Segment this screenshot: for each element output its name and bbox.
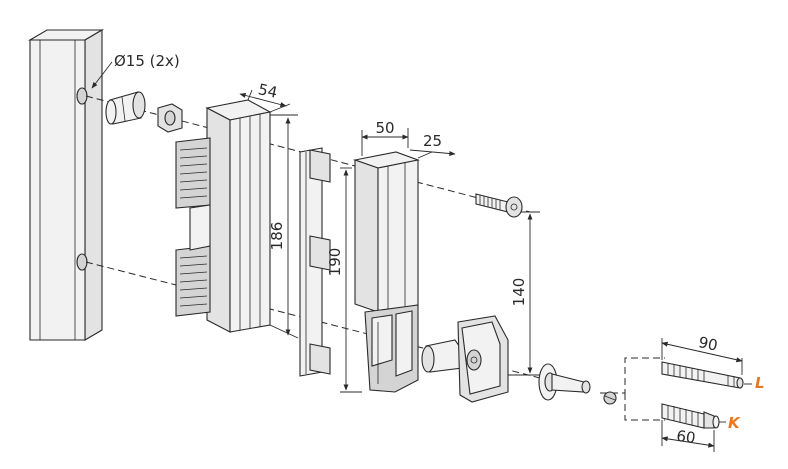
hole-callout: Ø15 (2x): [91, 52, 180, 89]
threaded-bolt-k: [661, 403, 720, 429]
lock-housing: [352, 151, 421, 393]
bracket-width-dimension: 54: [239, 80, 291, 113]
bolt-spacing-label: 140: [510, 278, 528, 307]
post-hole-lower: [76, 253, 88, 271]
bracket-height-dimension: 186: [268, 114, 299, 339]
housing-width-label: 50: [375, 119, 394, 137]
mounting-bracket: [175, 99, 272, 333]
handle-knob: [421, 315, 509, 403]
square-post: [27, 29, 105, 341]
bolt-l-dimension: 90: [661, 333, 743, 375]
washer-pin: [538, 363, 591, 401]
countersunk-screw: [475, 193, 523, 218]
bolt-k-letter: K: [728, 414, 741, 432]
square-nut: [157, 103, 183, 133]
spacer-plate: [299, 147, 331, 377]
bolt-spacing-dimension: 140: [505, 211, 540, 376]
bolt-l-length-label: 90: [697, 333, 719, 355]
housing-depth-label: 25: [423, 132, 442, 150]
post-hole-upper: [76, 87, 88, 105]
bolt-k-length-label: 60: [675, 427, 696, 447]
sleeve-insert: [105, 91, 146, 125]
bracket-width-label: 54: [257, 80, 279, 102]
housing-depth-dimension: 25: [409, 132, 456, 159]
bolt-l-letter: L: [755, 374, 765, 392]
housing-height-dimension: 190: [326, 167, 362, 393]
hole-diameter-label: Ø15 (2x): [114, 52, 180, 70]
threaded-bolt-l: [661, 361, 744, 389]
bolt-k-dimension: 60: [661, 420, 715, 452]
housing-height-label: 190: [326, 248, 344, 277]
bracket-height-label: 186: [268, 222, 286, 251]
housing-width-dimension: 50: [361, 119, 409, 156]
set-screw: [603, 391, 617, 405]
